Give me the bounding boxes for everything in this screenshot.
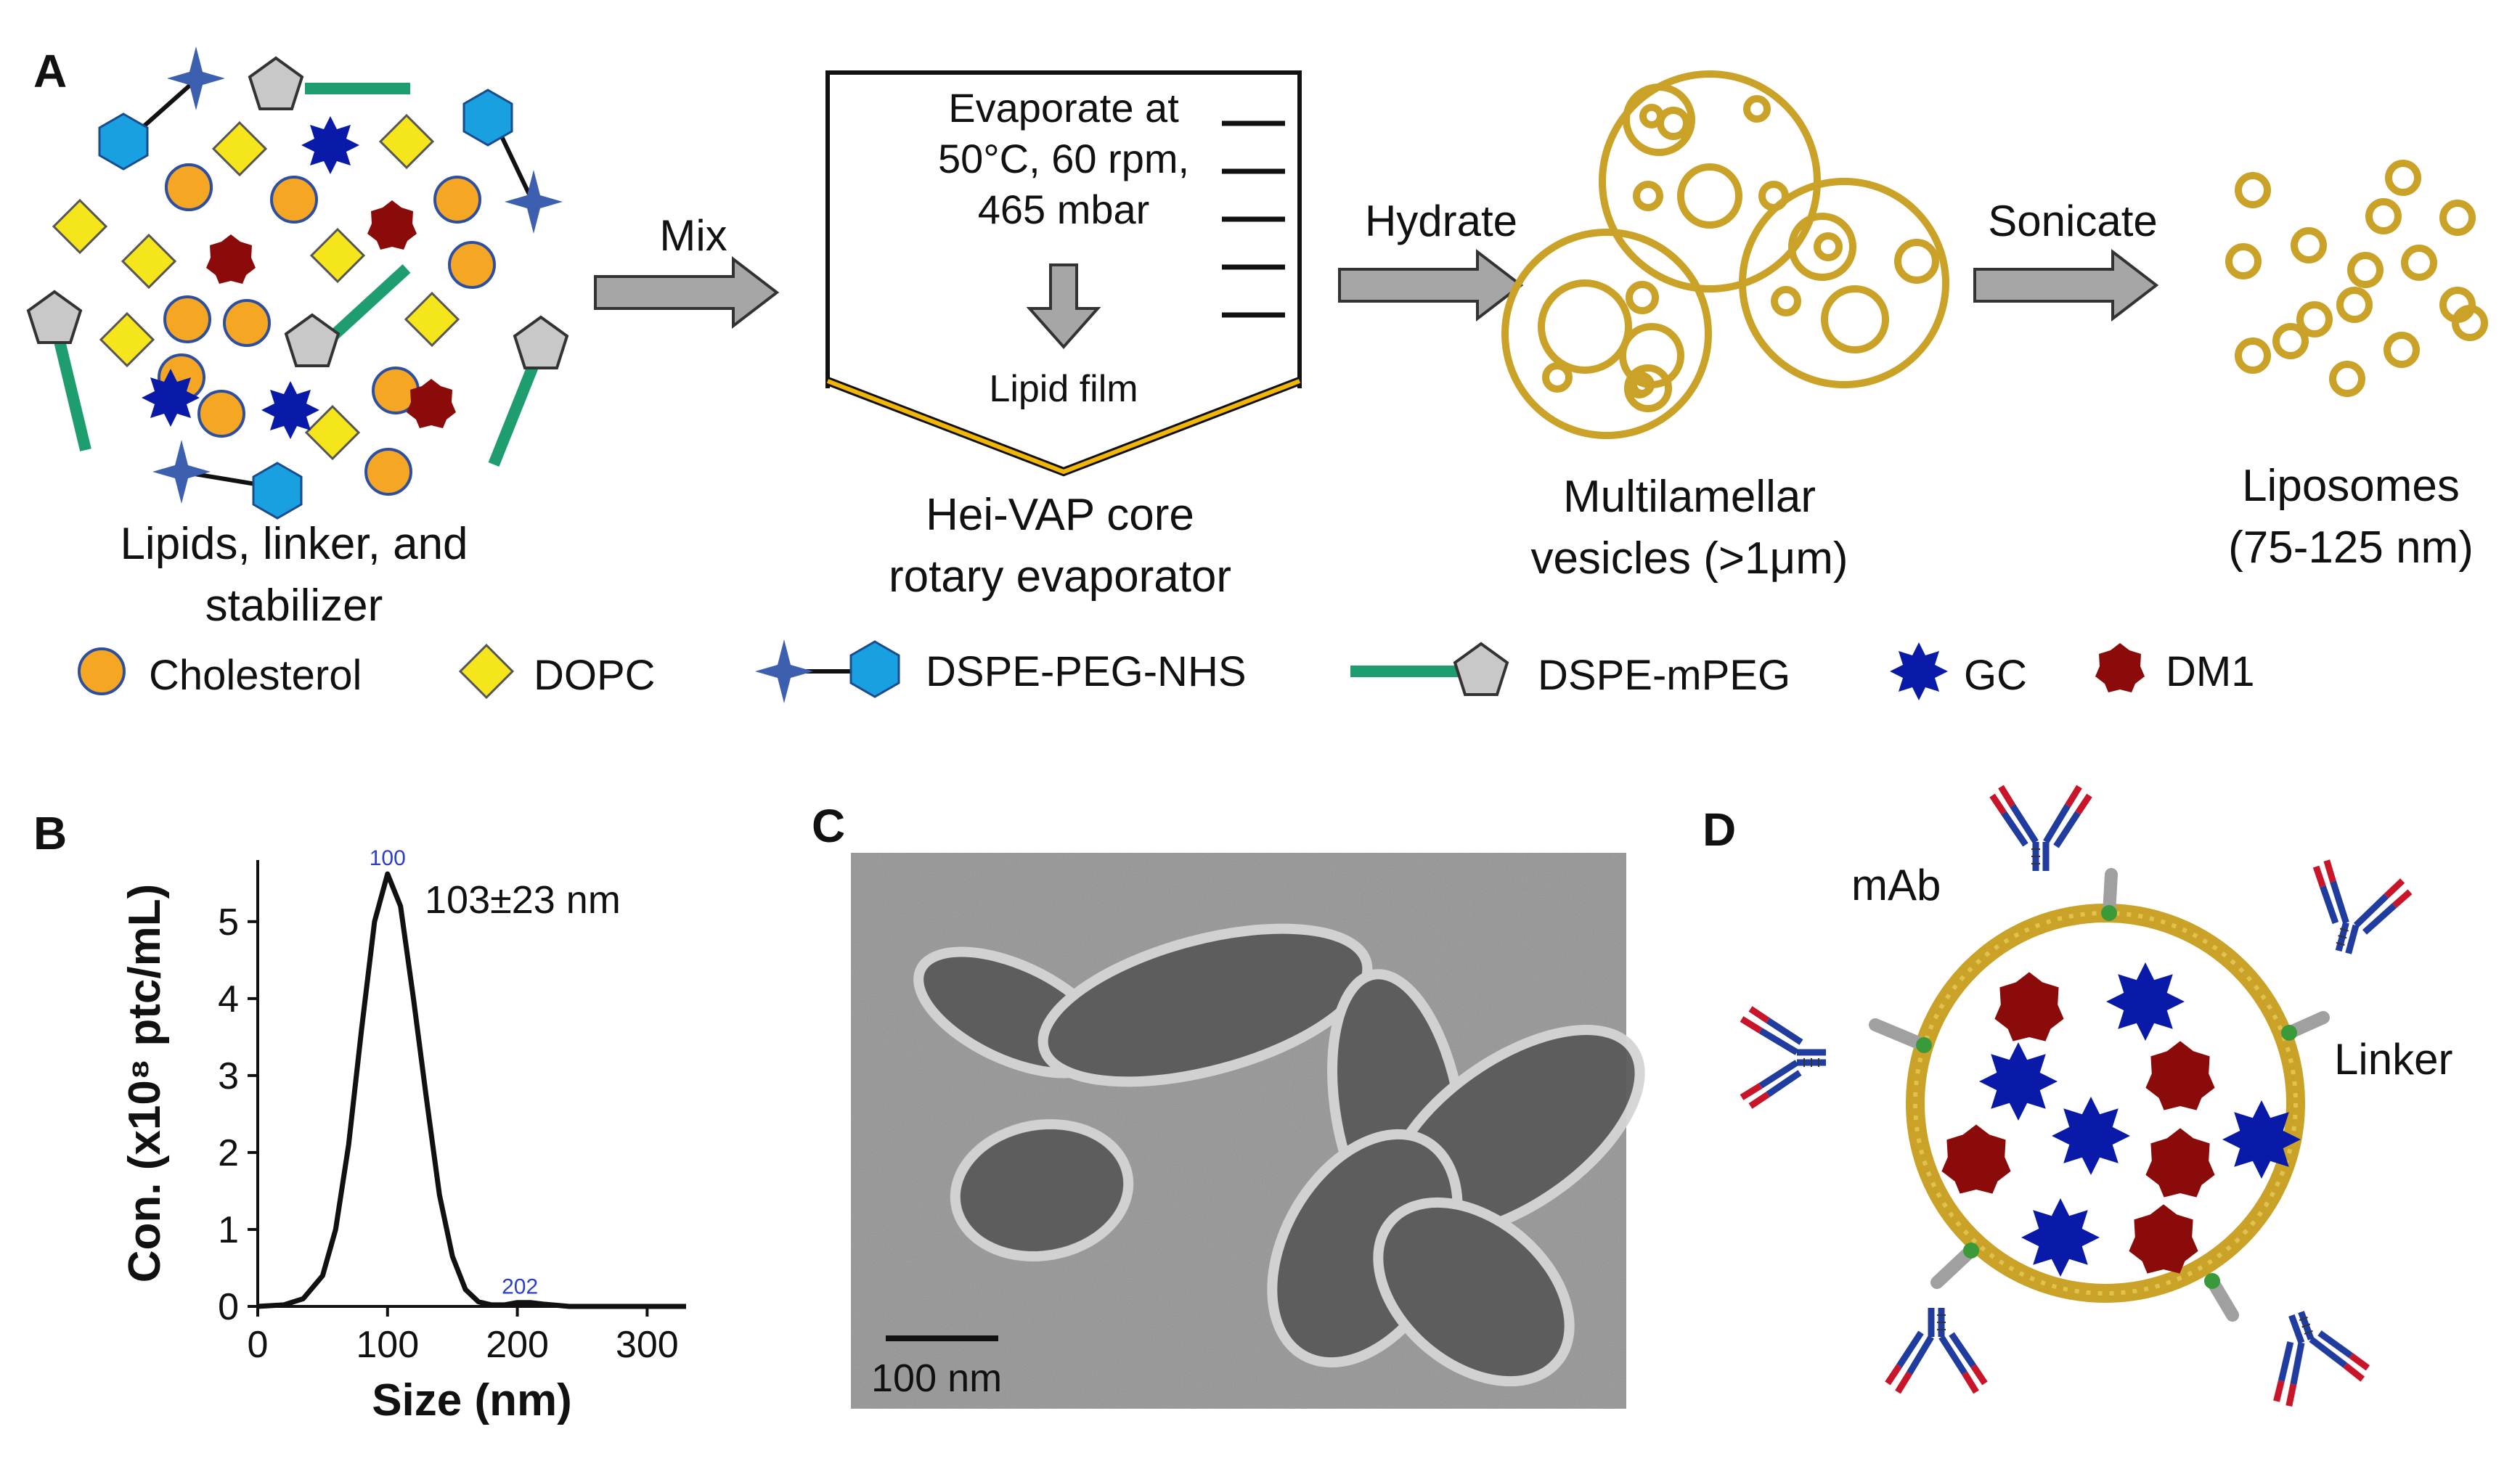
peak-label: 202 (502, 1275, 538, 1299)
evaporator-caption-line-2: rotary evaporator (889, 552, 1231, 602)
x-tick-label: 0 (248, 1324, 269, 1366)
mab-label: mAb (1851, 861, 1941, 909)
antibodies (1742, 787, 2413, 1409)
y-tick-label: 0 (218, 1286, 239, 1328)
dspe-mpeg-molecule (285, 264, 411, 367)
mixture-caption-line-2: stabilizer (205, 581, 383, 631)
evaporator-caption-line-1: Hei-VAP core (926, 490, 1194, 540)
dspe-mpeg-molecule (27, 290, 91, 451)
mixture-caption-line-1: Lipids, linker, and (120, 519, 468, 569)
sonicate-arrow (1973, 250, 2158, 320)
y-tick-label: 1 (218, 1209, 239, 1251)
linker-label: Linker (2334, 1035, 2452, 1084)
dspe-peg-nhs-molecule (152, 440, 303, 520)
legend-dm1-label: DM1 (2166, 648, 2254, 695)
evaporate-line-2: 50°C, 60 rpm, (938, 136, 1189, 181)
mix-label: Mix (659, 211, 727, 260)
x-axis-label: Size (nm) (372, 1375, 572, 1425)
legend-dspe-peg-nhs-icon (755, 639, 900, 703)
panel-b-label: B (33, 807, 67, 859)
legend-gc-label: GC (1964, 652, 2027, 699)
hydrate-label: Hydrate (1365, 197, 1517, 245)
lipid-mixture (27, 46, 568, 520)
hydrate-arrow (1338, 250, 1522, 320)
mix-arrow (594, 258, 778, 327)
size-annotation: 103±23 nm (425, 878, 621, 922)
multilamellar-vesicles (1501, 70, 1949, 439)
legend-dspe-mpeg-icon (1350, 642, 1509, 696)
evaporate-line-1: Evaporate at (948, 85, 1179, 131)
evaporate-line-3: 465 mbar (978, 187, 1150, 232)
liposome-caption-line-1: Liposomes (2242, 461, 2460, 511)
dspe-peg-nhs-molecule (462, 89, 563, 234)
y-tick-label: 5 (218, 901, 239, 944)
dspe-mpeg-molecule (248, 57, 410, 110)
legend-dopc-label: DOPC (534, 652, 656, 699)
y-tick-label: 4 (218, 978, 239, 1020)
linker-nodes (1916, 905, 2297, 1289)
scale-bar-label: 100 nm (871, 1356, 1002, 1400)
dspe-mpeg-molecule (488, 316, 568, 467)
sonicate-label: Sonicate (1988, 197, 2158, 245)
legend-dspe-mpeg-label: DSPE-mPEG (1538, 652, 1790, 699)
legend-dopc-icon (459, 644, 514, 699)
y-tick-label: 2 (218, 1132, 239, 1174)
linkers (1869, 868, 2330, 1322)
tem-vesicles (913, 923, 1645, 1387)
legend-dspe-peg-nhs-label: DSPE-PEG-NHS (926, 648, 1247, 695)
x-tick-label: 200 (486, 1324, 549, 1366)
legend: Cholesterol DOPC DSPE-PEG-NHS DSPE-mPEG … (78, 639, 2254, 703)
peak-label: 100 (370, 846, 406, 870)
legend-cholesterol-icon (78, 647, 126, 695)
legend-cholesterol-label: Cholesterol (149, 652, 362, 699)
panel-a-label: A (33, 45, 67, 97)
distribution-curve (257, 871, 686, 1309)
dspe-peg-nhs-molecule (98, 46, 225, 171)
liposomes (2225, 160, 2488, 397)
tem-micrograph (851, 853, 1645, 1409)
targeted-liposome (1742, 787, 2413, 1409)
liposome-caption-line-2: (75-125 nm) (2228, 523, 2474, 573)
legend-gc-icon (1890, 642, 1948, 700)
mlv-caption-line-2: vesicles (>1μm) (1530, 533, 1848, 584)
lipid-film-label: Lipid film (989, 368, 1138, 410)
y-tick-label: 3 (218, 1055, 239, 1097)
mlv-caption-line-1: Multilamellar (1563, 472, 1816, 522)
panel-d-label: D (1703, 803, 1736, 856)
legend-dm1-icon (2095, 643, 2145, 692)
x-tick-label: 300 (616, 1324, 679, 1366)
panel-c-label: C (812, 800, 845, 852)
y-axis-label: Con. (x10⁸ ptc/mL) (120, 884, 170, 1282)
rotary-evaporator-flask (825, 70, 1302, 477)
x-tick-label: 100 (356, 1324, 419, 1366)
